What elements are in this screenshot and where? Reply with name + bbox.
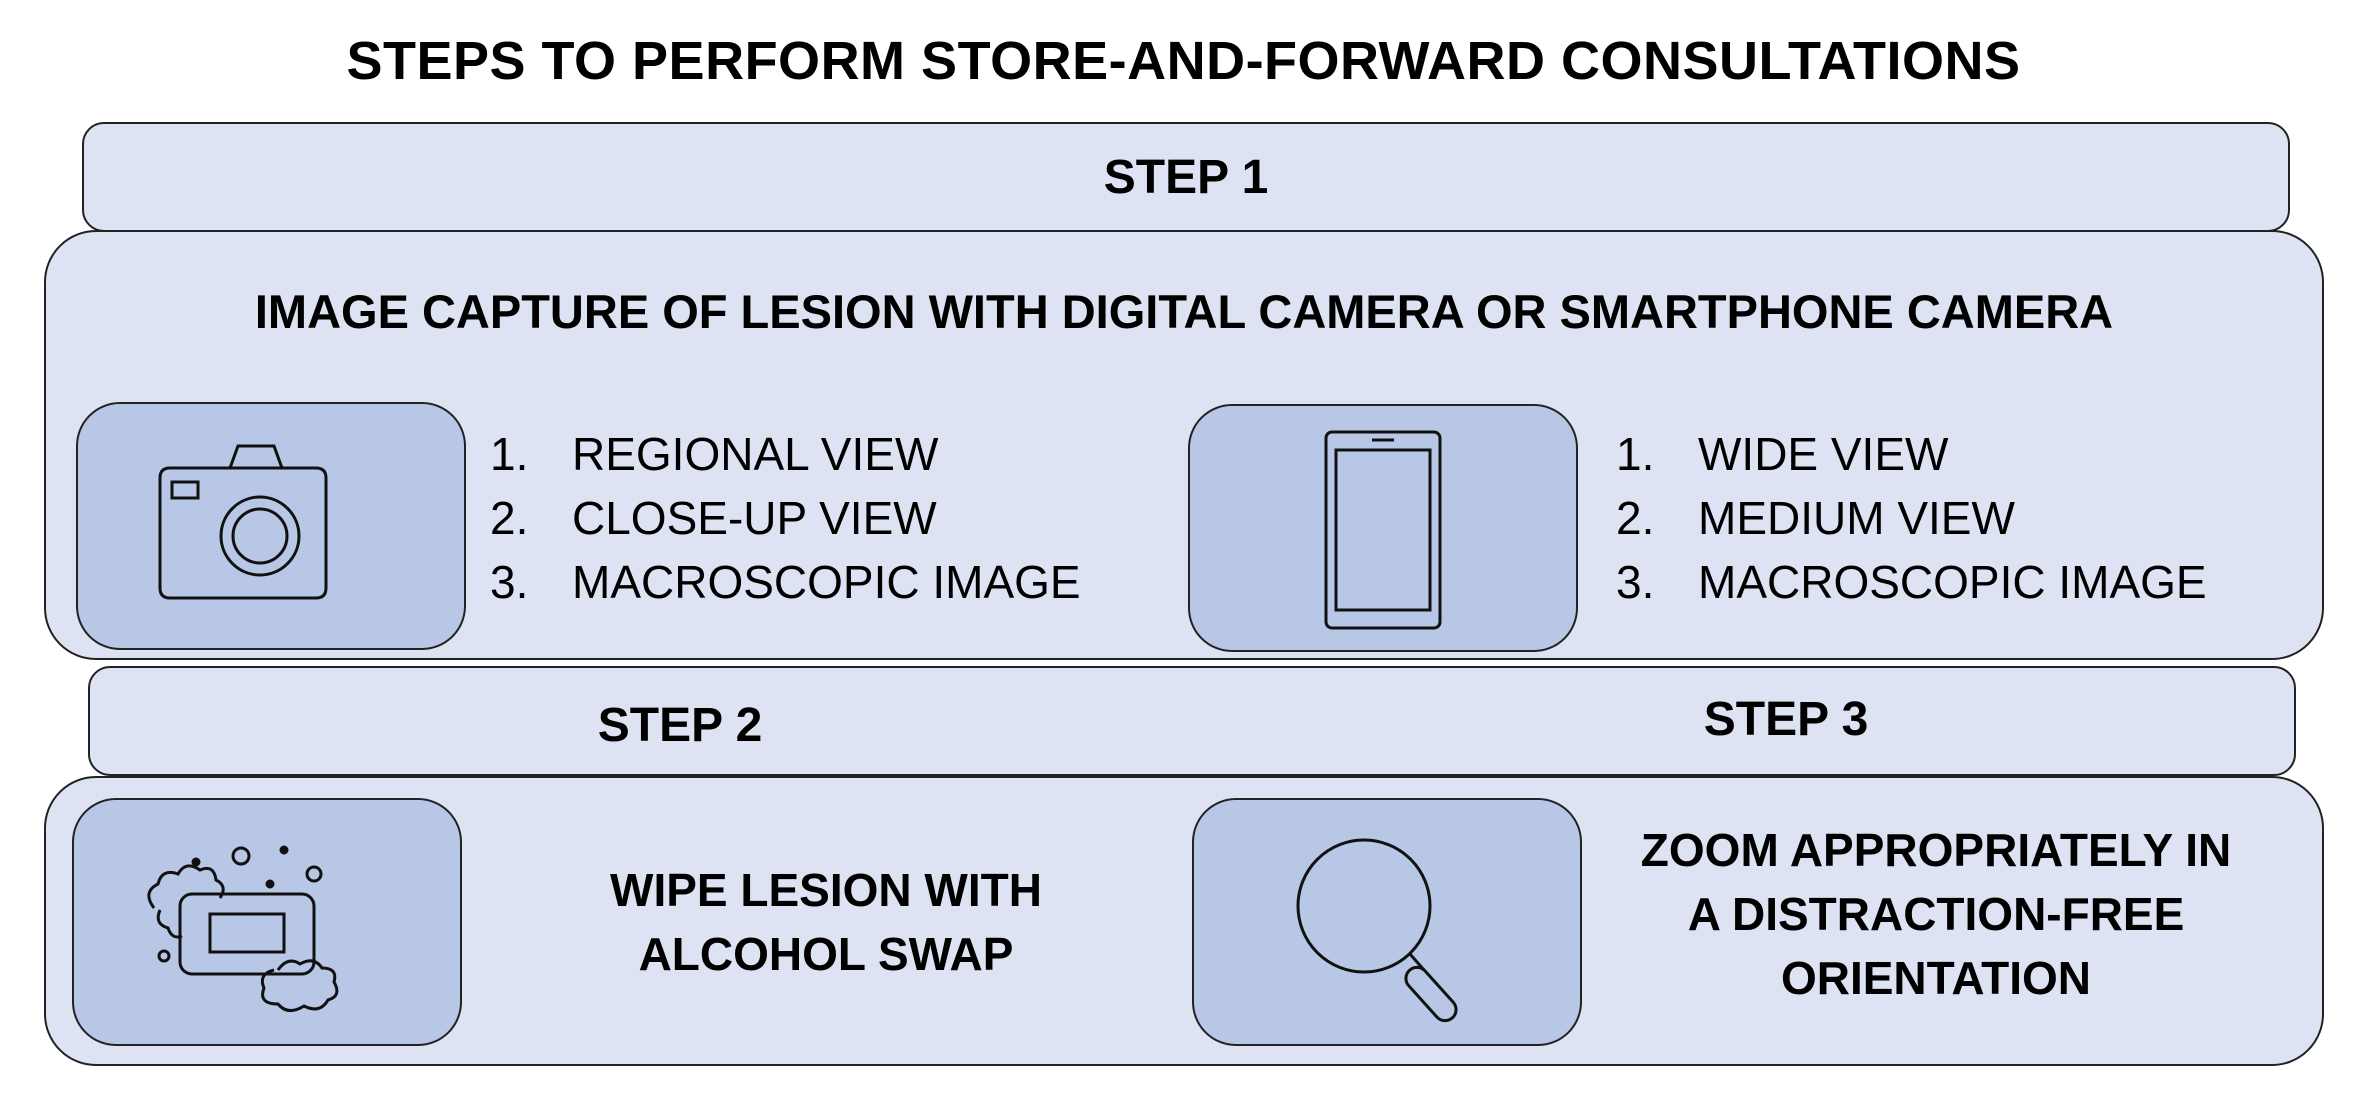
diagram-title: STEPS TO PERFORM STORE-AND-FORWARD CONSU… (346, 31, 2021, 91)
step2-label: STEP 2 (597, 699, 763, 752)
smartphone-view-list: 1.WIDE VIEW 2.MEDIUM VIEW 3.MACROSCOPIC … (1616, 422, 2207, 614)
magnifier-icon (1296, 838, 1458, 1023)
step1-heading: IMAGE CAPTURE OF LESION WITH DIGITAL CAM… (254, 285, 2114, 338)
soap-wipe-icon (147, 845, 339, 1012)
list-item: 2.MEDIUM VIEW (1616, 492, 2015, 544)
list-item: 3.MACROSCOPIC IMAGE (1616, 556, 2207, 608)
step1-bar: STEP 1 (82, 122, 2290, 232)
step1-panel: IMAGE CAPTURE OF LESION WITH DIGITAL CAM… (44, 230, 2324, 660)
step2-step3-bar: STEP 2 STEP 3 (88, 666, 2296, 776)
step1-label: STEP 1 (1103, 151, 1269, 204)
soap-wipe-icon-box (72, 798, 462, 1046)
step3-label: STEP 3 (1703, 693, 1869, 746)
list-item: 1.WIDE VIEW (1616, 428, 1949, 480)
camera-icon (158, 444, 328, 600)
list-item: 3.MACROSCOPIC IMAGE (490, 556, 1081, 608)
smartphone-icon-box (1188, 404, 1578, 652)
camera-view-list: 1.REGIONAL VIEW 2.CLOSE-UP VIEW 3.MACROS… (490, 422, 1081, 614)
step2-step3-panel: WIPE LESION WITH ALCOHOL SWAP ZOOM APPRO… (44, 776, 2324, 1066)
list-item: 2.CLOSE-UP VIEW (490, 492, 937, 544)
step2-caption: WIPE LESION WITH ALCOHOL SWAP (610, 864, 1042, 980)
smartphone-icon (1324, 430, 1442, 630)
magnifier-icon-box (1192, 798, 1582, 1046)
camera-icon-box (76, 402, 466, 650)
step3-caption: ZOOM APPROPRIATELY IN A DISTRACTION-FREE… (1640, 824, 2232, 1004)
list-item: 1.REGIONAL VIEW (490, 428, 939, 480)
